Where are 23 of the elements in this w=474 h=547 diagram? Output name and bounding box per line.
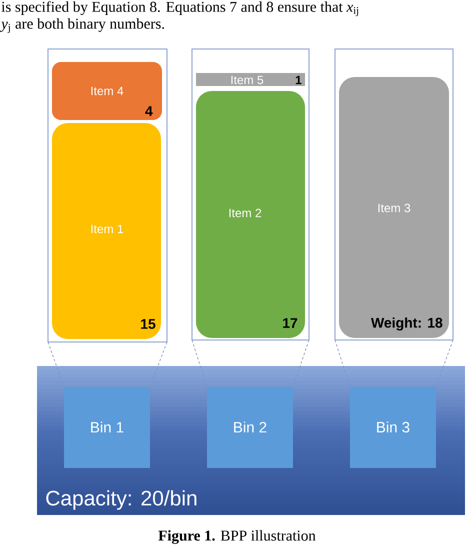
bin-box: Bin 1 — [64, 387, 150, 468]
item-block: Item 3 Weight: 18 — [339, 77, 449, 338]
projection-line — [334, 340, 350, 388]
body-text: is specified by Equation 8. Equations 7 and 8 ensure that x$_{ij}$ — [2, 1, 358, 16]
weight-label: 17 — [283, 318, 298, 328]
bin-box: Bin 3 — [350, 387, 436, 468]
weight-label: 1 — [296, 76, 302, 84]
projection-line — [48, 342, 64, 388]
projection-line — [192, 340, 208, 388]
weight-label: 15 — [141, 319, 156, 329]
item-block: Item 1 15 — [52, 123, 161, 339]
body-text: y$_{j}$ are both binary numbers. — [0, 18, 164, 33]
projection-line — [150, 342, 168, 388]
figure-caption: Figure 1. BPP illustration — [158, 530, 316, 544]
item-block: Item 2 17 — [196, 91, 305, 338]
projection-line — [436, 340, 454, 388]
weight-label: Weight: 18 — [370, 317, 442, 331]
projection-line — [292, 340, 310, 388]
weight-label: 4 — [145, 106, 153, 116]
node-label: Capacity: 20/bin — [46, 490, 196, 510]
item-block: Item 5 1 — [196, 73, 305, 86]
bin-box: Bin 2 — [207, 387, 293, 468]
item-block: Item 4 4 — [52, 62, 162, 120]
